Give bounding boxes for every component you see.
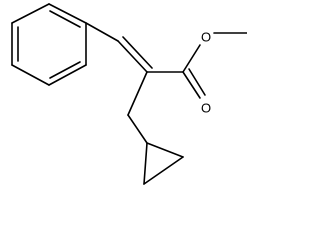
ester-oxygen-bond bbox=[182, 44, 201, 73]
methylene-to-cyclopropyl-bond bbox=[127, 114, 148, 144]
ring-bond bbox=[48, 64, 87, 86]
background bbox=[0, 0, 247, 187]
alkene-bond bbox=[117, 40, 148, 73]
ring-bond bbox=[48, 3, 87, 24]
ring-bond bbox=[11, 64, 50, 86]
cyclopropyl-bond bbox=[146, 142, 184, 158]
ring-double-bond bbox=[49, 10, 81, 28]
alkene-to-methylene-bond bbox=[127, 71, 148, 116]
cyclopropyl-bond bbox=[143, 142, 148, 185]
carbonyl-oxygen-label: O bbox=[201, 100, 211, 115]
alkene-double-bond-line bbox=[122, 36, 153, 69]
cyclopropyl-bond bbox=[143, 156, 184, 185]
carbonyl-bond bbox=[182, 71, 201, 99]
vinyl-bonds bbox=[85, 22, 153, 73]
molecule-structure: O O bbox=[0, 0, 247, 187]
phenyl-to-vinyl-bond bbox=[85, 22, 119, 42]
ester-oxygen-label: O bbox=[201, 29, 211, 44]
ring-double-bond bbox=[49, 61, 81, 79]
benzene-ring bbox=[11, 3, 87, 86]
ester-group: O O bbox=[146, 29, 247, 115]
carbonyl-double-bond-line bbox=[188, 68, 206, 96]
ring-bond bbox=[11, 3, 50, 24]
cyclopropylmethyl-group bbox=[127, 71, 184, 185]
